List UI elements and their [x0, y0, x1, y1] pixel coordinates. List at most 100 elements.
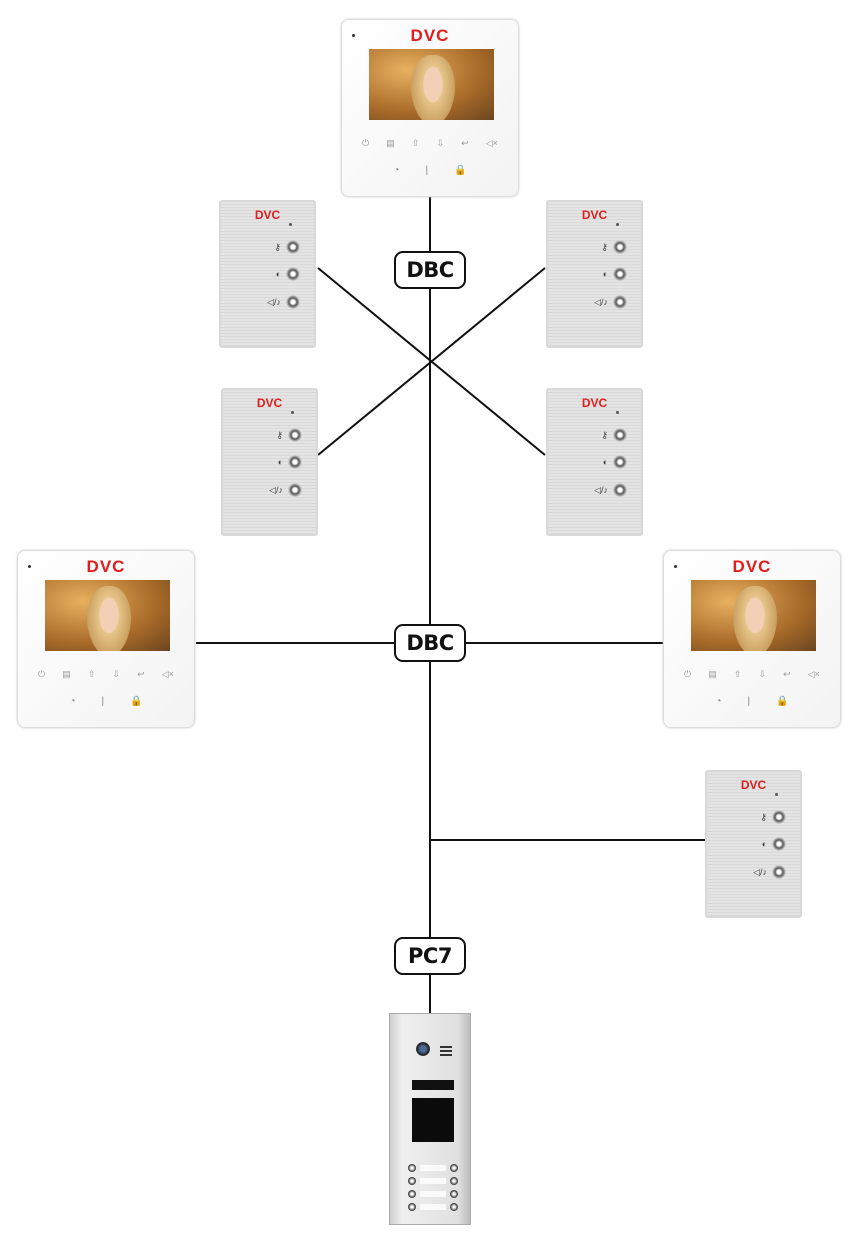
monitor-touch-icon: ▤	[62, 669, 71, 679]
cross-wire-b	[317, 267, 546, 456]
camera-icon	[416, 1042, 430, 1056]
right-monitor: DVC ⏻ ▤ ⇧ ⇩ ↩ ◁× ◔ | 🔒	[663, 550, 841, 728]
monitor-touch-icon: |	[747, 696, 751, 707]
monitor-touch-icon: ⏻	[362, 138, 370, 148]
left-monitor: DVC ⏻ ▤ ⇧ ⇩ ↩ ◁× ◔ | 🔒	[17, 550, 195, 728]
handset-button	[288, 455, 302, 469]
handset-button	[772, 810, 786, 824]
audio-handset-top-right: DVC ⚷ ◐ ◁/♪	[546, 200, 643, 348]
call-button-row	[408, 1203, 458, 1211]
led-indicator	[352, 34, 355, 37]
handset-icon: ◁/♪	[594, 485, 608, 495]
led-indicator	[775, 793, 778, 796]
audio-handset-middle-left: DVC ⚷ ◐ ◁/♪	[221, 388, 318, 536]
pc7-power-supply-label: PC7	[394, 937, 466, 975]
led-indicator	[28, 565, 31, 568]
visitor-image	[411, 55, 455, 120]
call-button-row	[408, 1190, 458, 1198]
handset-button	[772, 865, 786, 879]
led-indicator	[616, 223, 619, 226]
monitor-touch-icon: ⏻	[684, 669, 692, 679]
handset-button	[613, 483, 627, 497]
brand-logo: DVC	[256, 396, 283, 410]
monitor-touch-icon: ⇧	[87, 669, 96, 679]
monitor-touch-icon: ▤	[386, 138, 395, 148]
monitor-screen	[691, 580, 816, 651]
monitor-touch-icon: ⇩	[758, 669, 767, 679]
brand-logo: DVC	[410, 26, 450, 45]
monitor-touch-icon: 🔒	[454, 165, 467, 176]
handset-button	[288, 483, 302, 497]
handset-icon: ◐	[602, 269, 608, 279]
audio-handset-top-left: DVC ⚷ ◐ ◁/♪	[219, 200, 316, 348]
monitor-touch-icon: ◔	[715, 696, 722, 707]
monitor-touch-icon: ◔	[69, 696, 76, 707]
handset-button	[613, 428, 627, 442]
led-indicator	[289, 223, 292, 226]
monitor-touch-icon: ⏻	[38, 669, 46, 679]
top-monitor: DVC ⏻ ▤ ⇧ ⇩ ↩ ◁× ◔ | 🔒	[341, 19, 519, 197]
call-button-row	[408, 1164, 458, 1172]
dbc-distributor-label-top: DBC	[394, 251, 466, 289]
handset-icon: ⚷	[276, 430, 283, 440]
brand-logo: DVC	[732, 557, 772, 576]
monitor-touch-icon: 🔒	[776, 696, 789, 707]
monitor-touch-icon: ↩	[461, 138, 469, 148]
visitor-image	[87, 586, 131, 651]
door-display-strip	[412, 1080, 454, 1090]
handset-button	[288, 428, 302, 442]
led-indicator	[291, 411, 294, 414]
monitor-touch-icon: ⇧	[411, 138, 420, 148]
handset-button	[286, 240, 300, 254]
handset-icon: ⚷	[274, 242, 281, 252]
audio-handset-lower-right: DVC ⚷ ◐ ◁/♪	[705, 770, 802, 918]
visitor-image	[733, 586, 777, 651]
monitor-touch-icon: |	[425, 165, 429, 176]
monitor-touch-icon: 🔒	[130, 696, 143, 707]
monitor-touch-icon: ⇩	[112, 669, 121, 679]
brand-logo: DVC	[86, 557, 126, 576]
monitor-touch-icon: ⇧	[733, 669, 742, 679]
brand-logo: DVC	[581, 396, 608, 410]
handset-icon: ◁/♪	[594, 297, 608, 307]
handset-icon: ◐	[602, 457, 608, 467]
call-button-row	[408, 1177, 458, 1185]
handset-icon: ⚷	[601, 242, 608, 252]
monitor-touch-icon: ↩	[137, 669, 145, 679]
monitor-touch-icon: ↩	[783, 669, 791, 679]
monitor-touch-icon: ◁×	[807, 669, 820, 679]
handset-icon: ◐	[761, 839, 767, 849]
led-indicator	[674, 565, 677, 568]
handset-button	[613, 267, 627, 281]
handset-icon: ◐	[277, 457, 283, 467]
handset-button	[613, 240, 627, 254]
led-indicator	[616, 411, 619, 414]
monitor-touch-icon: ◔	[393, 165, 400, 176]
monitor-touch-icon: ▤	[708, 669, 717, 679]
door-station	[389, 1013, 471, 1225]
handset-button	[286, 267, 300, 281]
monitor-touch-icon: ⇩	[436, 138, 445, 148]
handset-icon: ◁/♪	[269, 485, 283, 495]
handset-icon: ⚷	[601, 430, 608, 440]
handset-button	[613, 295, 627, 309]
monitor-screen	[369, 49, 494, 120]
handset-button	[772, 837, 786, 851]
handset-icon: ◐	[275, 269, 281, 279]
brand-logo: DVC	[740, 778, 767, 792]
handset-icon: ⚷	[760, 812, 767, 822]
dbc-distributor-label-middle: DBC	[394, 624, 466, 662]
monitor-touch-icon: ◁×	[485, 138, 498, 148]
door-screen	[412, 1098, 454, 1142]
handset-icon: ◁/♪	[267, 297, 281, 307]
monitor-screen	[45, 580, 170, 651]
brand-logo: DVC	[581, 208, 608, 222]
handset-icon: ◁/♪	[753, 867, 767, 877]
monitor-touch-icon: |	[101, 696, 105, 707]
audio-handset-middle-right: DVC ⚷ ◐ ◁/♪	[546, 388, 643, 536]
monitor-touch-icon: ◁×	[161, 669, 174, 679]
handset-button	[613, 455, 627, 469]
handset-button	[286, 295, 300, 309]
brand-logo: DVC	[254, 208, 281, 222]
